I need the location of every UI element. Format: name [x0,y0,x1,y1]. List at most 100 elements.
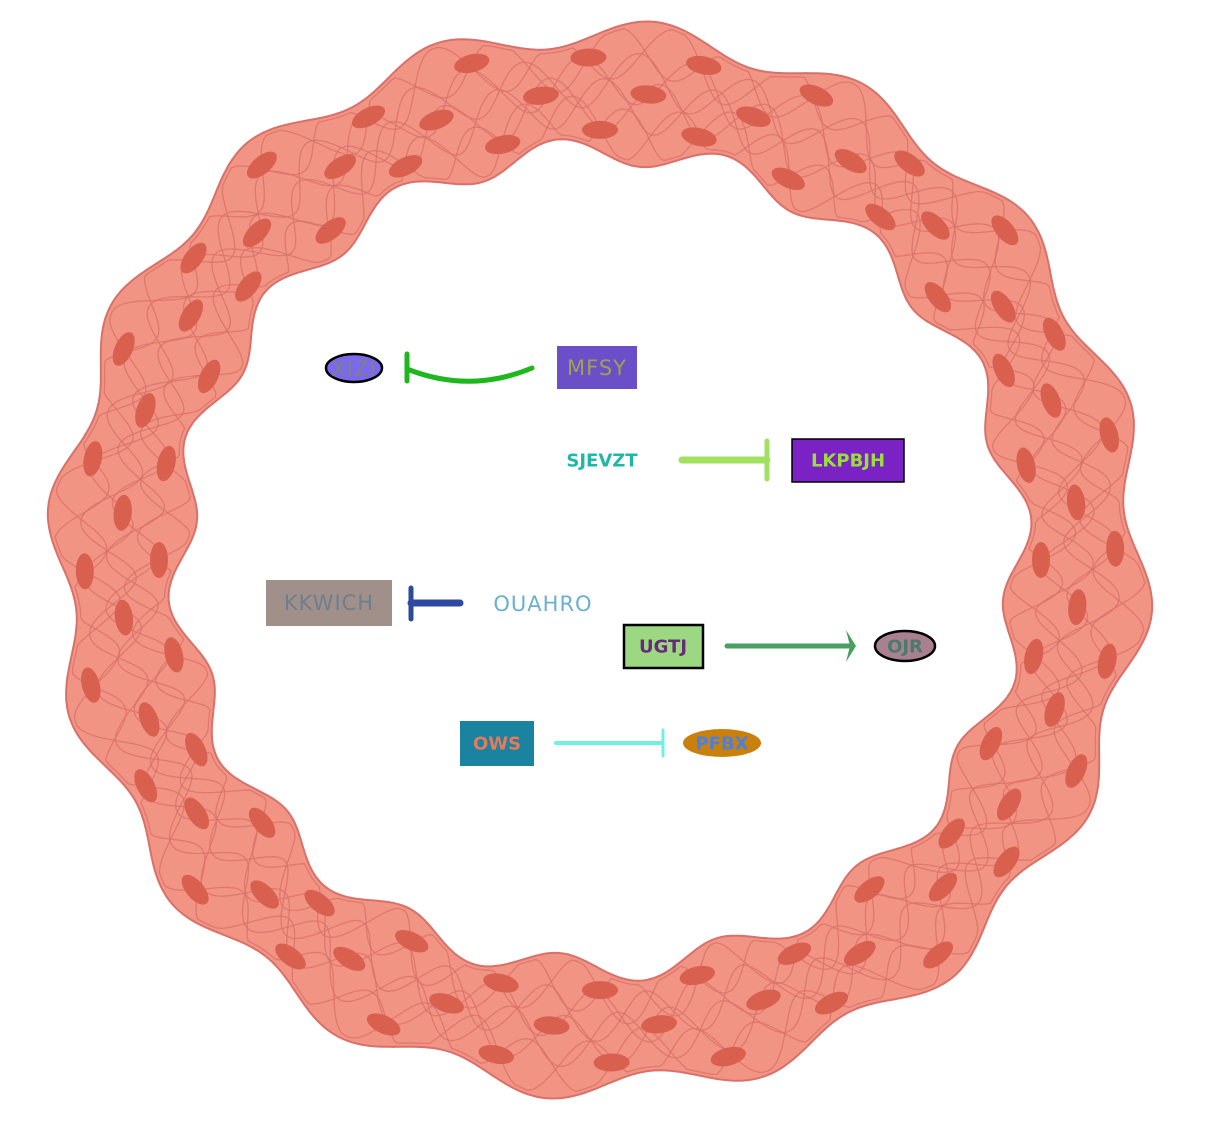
cell-nucleus [150,542,168,578]
cell-nucleus [1024,638,1044,675]
node-kkwich: KKWICH [266,580,392,626]
cell-nucleus [315,217,346,244]
cell-nucleus [275,943,306,970]
cell-nucleus [113,494,132,531]
cell-nucleus [928,872,958,902]
node-lkpbjh-shape [791,438,905,483]
cell-nucleus [992,353,1015,388]
node-pfbx: PFBX [683,729,761,757]
cell-ring-body [46,20,1154,1100]
node-kkwich-label: KKWICH [284,591,374,615]
cell-nucleus [990,290,1016,323]
cell-nucleus [799,84,834,107]
cell-nucleus [114,599,134,636]
cell-nucleus [771,167,805,191]
cell-nucleus [686,55,722,75]
cell-nucleus [1099,417,1119,453]
node-xizi-shape [324,352,384,384]
cell-nucleus [83,440,103,477]
cell-nucleus [814,991,849,1015]
node-pfbx-shape [683,729,761,757]
cell-nucleus [304,889,335,917]
cell-nucleus [178,299,204,332]
cell-nucleus [843,940,876,966]
edge-ows-pfbx [554,728,665,758]
cell-nucleus [681,127,717,147]
node-ojr-label: OJR [887,637,923,658]
cell-nucleus [1106,530,1125,567]
cell-nucleus [248,807,276,838]
cell-nucleus [1042,317,1066,351]
cell-nucleus [134,769,158,803]
node-ugtj-label: UGTJ [639,637,687,658]
cell-nuclei [75,48,1125,1072]
cell-nucleus [630,85,667,104]
cell-nucleus [1016,447,1036,483]
cell-nucleus [184,797,210,830]
cell-nucleus [641,1015,677,1034]
cell-nucleus [235,271,262,302]
node-ugtj: UGTJ [622,623,705,670]
cell-nucleus [185,732,208,767]
edge-mfsy-xizi [404,351,535,384]
cell-nucleus [324,154,357,180]
node-ouahro-label: OUAHRO [493,592,592,616]
cell-nucleus [395,929,429,953]
cell-nucleus [1032,542,1050,578]
cell-nucleus [135,393,156,428]
cell-nucleus [582,120,618,139]
node-ugtj-shape [622,623,705,670]
cell-nucleus [710,1046,746,1067]
cell-nucleus [593,1053,630,1072]
cell-nucleus [485,134,521,155]
cell-nucleus [1066,484,1086,521]
cell-nucleus [938,818,965,849]
node-xizi-label: XIZI [331,357,376,381]
cell-membrane-lines [54,27,1146,1093]
cell-nucleus [746,989,781,1011]
node-mfsy: MFSY [557,346,637,389]
cell-nucleus [156,445,176,482]
cell-nucleus [570,48,607,67]
cell-nucleus [921,211,950,240]
edge-mfsy-xizi-line [404,365,535,384]
cell-nucleus [197,359,221,394]
cell-nucleus [1044,692,1065,727]
cell-nucleus [854,876,885,903]
node-lkpbjh: LKPBJH [791,438,905,483]
cell-nucleus [582,981,618,1000]
node-lkpbjh-label: LKPBJH [811,451,885,472]
node-xizi: XIZI [324,352,384,384]
cell-nucleus [924,282,952,313]
cell-nucleus [419,109,454,131]
edge-sjevzt-lkpbjh [678,438,771,482]
cell-nucleus [991,215,1019,246]
node-sjevzt-label: SJEVZT [566,451,638,472]
cell-membrane-line [83,55,1117,1065]
cell-nucleus [366,1013,401,1036]
cell-nucleus [1097,643,1117,680]
cell-nucleus [1040,383,1062,418]
cell-nucleus [1065,754,1088,788]
node-pfbx-label: PFBX [695,734,748,755]
cell-nucleus [996,788,1022,821]
node-mfsy-shape [557,346,637,389]
cell-nucleus [736,106,771,127]
edge-ugtj-ojr [724,630,856,662]
cell-nucleus [429,993,464,1014]
cell-nucleus [483,973,519,993]
node-kkwich-shape [266,580,392,626]
cell-nucleus [478,1045,514,1065]
node-ows: OWS [460,721,534,766]
cell-nucleus [112,332,135,366]
node-ows-label: OWS [473,734,521,755]
cell-nucleus [1068,589,1087,626]
node-mfsy-label: MFSY [567,356,627,380]
cell-nucleus [181,874,209,905]
node-sjevzt: SJEVZT [566,451,638,472]
cell-nucleus [250,880,279,909]
cell-membrane-line [55,28,1145,1092]
edge-ouahro-kkwich [407,585,464,622]
cell-nucleus [246,151,277,179]
